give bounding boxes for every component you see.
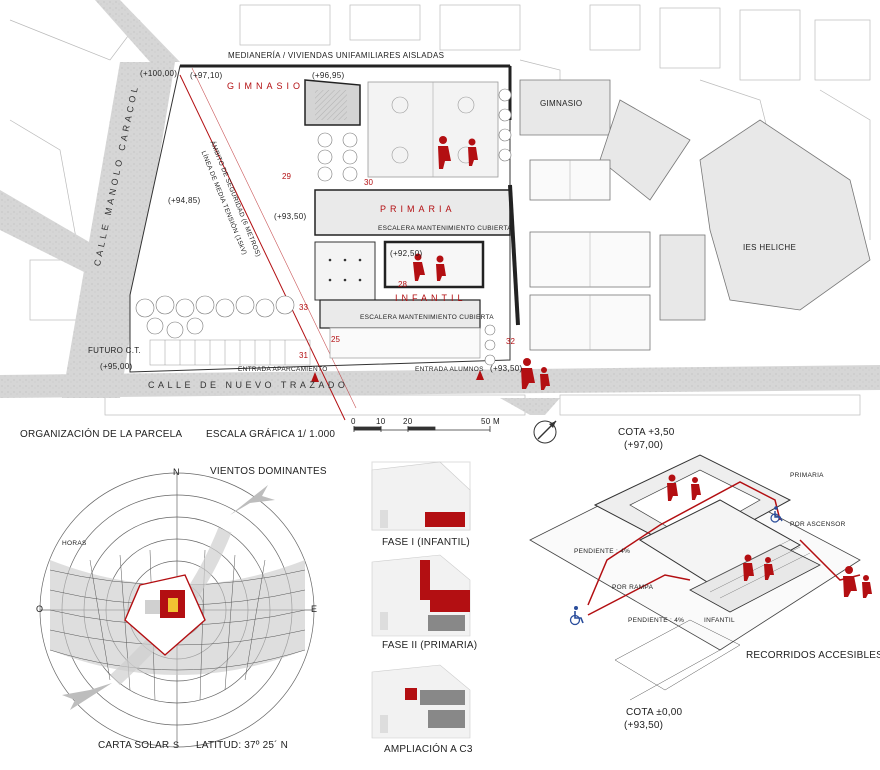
zone-number: 31 <box>299 351 308 360</box>
route-ramp <box>587 481 781 606</box>
entrada-alumnos-label: ENTRADA ALUMNOS <box>415 366 484 373</box>
children-figures-site <box>311 136 550 390</box>
level-label: (+93,50) <box>490 364 523 373</box>
south-label: S <box>173 740 180 750</box>
rampa-label: POR RAMPA <box>612 584 654 591</box>
trees <box>135 88 512 366</box>
cota-bottom-sub: (+93,50) <box>624 720 664 731</box>
sports-courts <box>367 81 499 178</box>
level-label: (+93,50) <box>274 212 307 221</box>
ambito-line <box>179 74 346 421</box>
ascensor-label: POR ASCENSOR <box>790 521 846 528</box>
level-label: (+97,10) <box>190 71 223 80</box>
accessibility-axonometric <box>529 454 872 701</box>
scale-tick: 20 <box>403 417 413 426</box>
scale-bar <box>353 426 491 432</box>
pendiente-label-1: PENDIENTE : 4% <box>574 548 631 555</box>
level-label: (+95,00) <box>100 362 133 371</box>
phase-2-diagram <box>371 554 471 637</box>
scale-tick: 0 <box>351 417 356 426</box>
infantil-courtyard <box>383 240 485 289</box>
wind-arrow-sw <box>62 683 112 710</box>
wheelchair-icon-lift <box>770 506 783 523</box>
wheelchair-icon <box>568 605 586 626</box>
futuro-ct-label: FUTURO C.T. <box>88 346 142 355</box>
level-label: (+92,50) <box>390 249 423 258</box>
wind-arrow-ne <box>230 485 275 515</box>
horas-label: HORAS <box>62 540 87 547</box>
cota-top-sub: (+97,00) <box>624 440 664 451</box>
vientos-title: VIENTOS DOMINANTES <box>210 466 327 477</box>
latitud-title: LATITUD: 37º 25´ N <box>196 740 289 751</box>
ampliacion-title: AMPLIACIÓN A C3 <box>384 744 473 755</box>
site-plan <box>0 0 880 444</box>
parking <box>149 339 311 366</box>
north-compass <box>533 420 557 444</box>
gimnasio-label: GIMNASIO <box>227 81 305 91</box>
access-primaria-label: PRIMARIA <box>790 472 824 479</box>
escalera-label-2: ESCALERA MANTENIMIENTO CUBIERTA <box>360 314 494 321</box>
access-infantil-label: INFANTIL <box>704 617 735 624</box>
organizacion-title: ORGANIZACIÓN DE LA PARCELA <box>20 429 183 440</box>
children-figures-axo <box>667 474 872 598</box>
primaria-label: PRIMARIA <box>380 204 456 214</box>
zone-number: 29 <box>282 172 291 181</box>
fase1-title: FASE I (INFANTIL) <box>382 537 470 548</box>
zone-number: 30 <box>364 178 373 187</box>
north-label: N <box>173 467 180 477</box>
ies-label: IES HELICHE <box>743 243 797 252</box>
east-label: E <box>311 604 318 614</box>
west-label: O <box>36 604 44 614</box>
level-label: (+96,95) <box>312 71 345 80</box>
primaria-building <box>314 189 511 236</box>
cota-bottom-title: COTA ±0,00 <box>626 707 683 718</box>
level-label: (+100,00) <box>140 69 178 78</box>
fase2-title: FASE II (PRIMARIA) <box>382 640 478 651</box>
pendiente-label-2: PENDIENTE : 4% <box>628 617 685 624</box>
calle-nuevo-trazado-road <box>0 365 880 398</box>
recorridos-title: RECORRIDOS ACCESIBLES <box>746 650 880 661</box>
zone-number: 28 <box>398 280 407 289</box>
scale-tick: 50 M <box>481 417 500 426</box>
diagonal-road <box>0 190 120 290</box>
cota-top-title: COTA +3,50 <box>618 427 675 438</box>
infantil-block-1 <box>314 241 376 301</box>
calle-nuevo-label: CALLE DE NUEVO TRAZADO <box>148 380 349 390</box>
zone-number: 32 <box>506 337 515 346</box>
gimnasio-ies-label: GIMNASIO <box>540 99 583 108</box>
solar-chart <box>39 472 315 748</box>
scale-tick: 10 <box>376 417 386 426</box>
escala-title: ESCALA GRÁFICA 1/ 1.000 <box>206 429 336 440</box>
level-label: (+94,85) <box>168 196 201 205</box>
entrada-aparcamiento-label: ENTRADA APARCAMIENTO <box>238 366 328 373</box>
infantil-label: INFANTIL <box>395 293 467 303</box>
zone-number: 25 <box>331 335 340 344</box>
calle-manolo-caracol-road <box>62 62 175 398</box>
phase-diagrams <box>371 461 471 739</box>
carta-solar-title: CARTA SOLAR <box>98 740 170 751</box>
zone-number: 33 <box>299 303 308 312</box>
medianeria-label: MEDIANERÍA / VIVIENDAS UNIFAMILIARES AIS… <box>228 51 445 60</box>
ampliacion-diagram <box>371 664 471 739</box>
ies-heliche <box>519 79 871 351</box>
escalera-label-1: ESCALERA MANTENIMIENTO CUBIERTA <box>378 225 512 232</box>
phase-1-diagram <box>371 461 471 531</box>
